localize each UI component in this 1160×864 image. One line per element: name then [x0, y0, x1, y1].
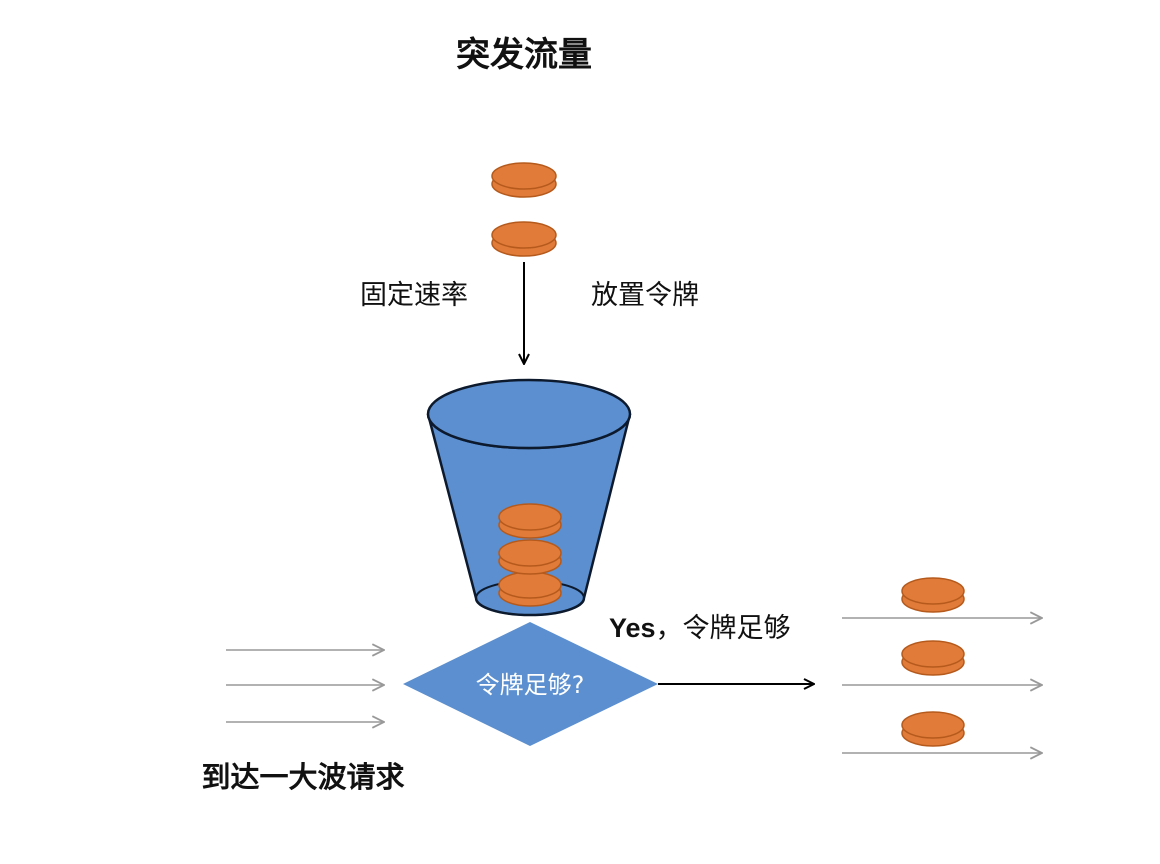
bucket-token-coin — [498, 503, 562, 539]
yes-label: Yes，令牌足够 — [609, 613, 791, 644]
bucket-token-coin — [498, 539, 562, 575]
yes-prefix: Yes — [609, 613, 656, 643]
fixed-rate-label: 固定速率 — [360, 280, 468, 311]
token-decision-diamond: 令牌足够? — [403, 622, 658, 746]
bucket-token-coin — [498, 571, 562, 607]
outgoing-token-coin — [901, 711, 965, 747]
outgoing-token-coin — [901, 640, 965, 676]
diagram-title: 突发流量 — [456, 35, 592, 75]
falling-token-coin — [491, 162, 557, 198]
outgoing-token-coin — [901, 577, 965, 613]
decision-label: 令牌足够? — [476, 671, 585, 699]
burst-requests-label: 到达一大波请求 — [201, 760, 404, 794]
yes-suffix: ，令牌足够 — [656, 613, 791, 644]
falling-token-coin — [491, 221, 557, 257]
put-token-label: 放置令牌 — [591, 280, 699, 311]
